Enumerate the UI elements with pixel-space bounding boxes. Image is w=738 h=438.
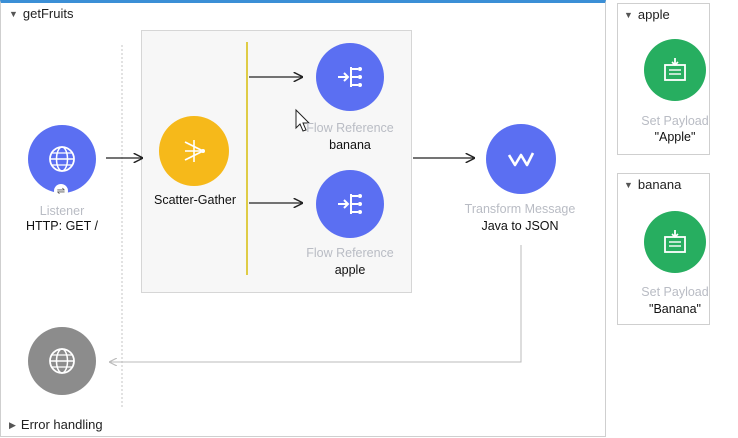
set-payload-apple-node[interactable] — [644, 39, 706, 101]
dataweave-icon — [507, 152, 535, 167]
flow-ref-banana-config-label: banana — [329, 138, 371, 152]
flow-panel-apple[interactable]: ▼ apple Set Payload "Apple" — [617, 3, 710, 155]
flow-ref-apple-config-label: apple — [334, 263, 366, 277]
flow-ref-apple-node[interactable] — [316, 170, 384, 238]
set-payload-banana-node[interactable] — [644, 211, 706, 273]
set-payload-icon — [664, 58, 686, 81]
flow-ref-apple-type-label: Flow Reference — [306, 246, 394, 260]
scatter-gather-label: Scatter-Gather — [154, 193, 236, 207]
scatter-gather-node[interactable] — [159, 116, 229, 186]
flow-title: getFruits — [22, 6, 74, 21]
set-payload-apple-type-label: Set Payload — [641, 114, 709, 128]
flow-panel-banana[interactable]: ▼ banana Set Payload "Banana" — [617, 173, 710, 325]
set-payload-banana-type-label: Set Payload — [641, 285, 709, 299]
globe-icon — [49, 146, 75, 172]
return-response-line — [110, 245, 522, 362]
set-payload-icon — [664, 230, 686, 253]
collapse-triangle-icon[interactable]: ▼ — [624, 180, 633, 190]
globe-icon — [49, 348, 75, 374]
error-handling-label: Error handling — [20, 417, 103, 432]
flow-ref-banana-type-label: Flow Reference — [306, 121, 394, 135]
apple-flow-title: apple — [637, 7, 670, 22]
flow-header-apple[interactable]: ▼ apple — [624, 7, 670, 22]
listener-type-label: Listener — [39, 204, 85, 218]
swap-badge-icon: ⇌ — [54, 184, 68, 198]
flow-header-getfruits[interactable]: ▼ getFruits — [9, 6, 74, 21]
error-handling-header[interactable]: ▶ Error handling — [9, 417, 103, 432]
collapse-triangle-icon[interactable]: ▼ — [624, 10, 633, 20]
response-source-node[interactable] — [28, 327, 96, 395]
collapse-triangle-icon[interactable]: ▼ — [9, 9, 18, 19]
mouse-cursor-icon — [295, 108, 311, 132]
expand-triangle-icon[interactable]: ▶ — [9, 420, 16, 430]
listener-config-label: HTTP: GET / — [26, 219, 98, 233]
scatter-gather-icon — [184, 140, 206, 162]
listener-node[interactable] — [28, 125, 96, 193]
flow-ref-banana-node[interactable] — [316, 43, 384, 111]
banana-flow-title: banana — [637, 177, 682, 192]
transform-type-label: Transform Message — [464, 202, 576, 216]
flow-reference-icon — [338, 194, 362, 214]
set-payload-apple-value-label: "Apple" — [654, 130, 696, 144]
transform-config-label: Java to JSON — [481, 219, 559, 233]
flow-header-banana[interactable]: ▼ banana — [624, 177, 681, 192]
flow-reference-icon — [338, 67, 362, 87]
transform-message-node[interactable] — [486, 124, 556, 194]
set-payload-banana-value-label: "Banana" — [649, 302, 701, 316]
